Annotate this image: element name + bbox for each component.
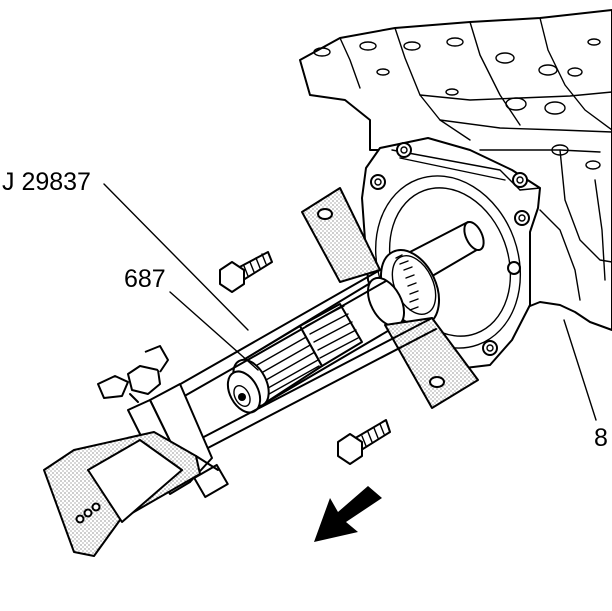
housing-leader-line (563, 319, 597, 421)
tool-leader-line (103, 183, 249, 331)
shaft-label: 687 (124, 265, 166, 293)
output-shaft (226, 220, 485, 414)
housing-label: 8 (594, 424, 608, 452)
shaft-leader-line (169, 291, 259, 371)
holding-tool (43, 187, 479, 557)
direction-arrow (314, 486, 382, 542)
tool-label: J 29837 (2, 168, 91, 196)
upper-bolt (219, 251, 273, 293)
lower-bolt (337, 419, 391, 465)
